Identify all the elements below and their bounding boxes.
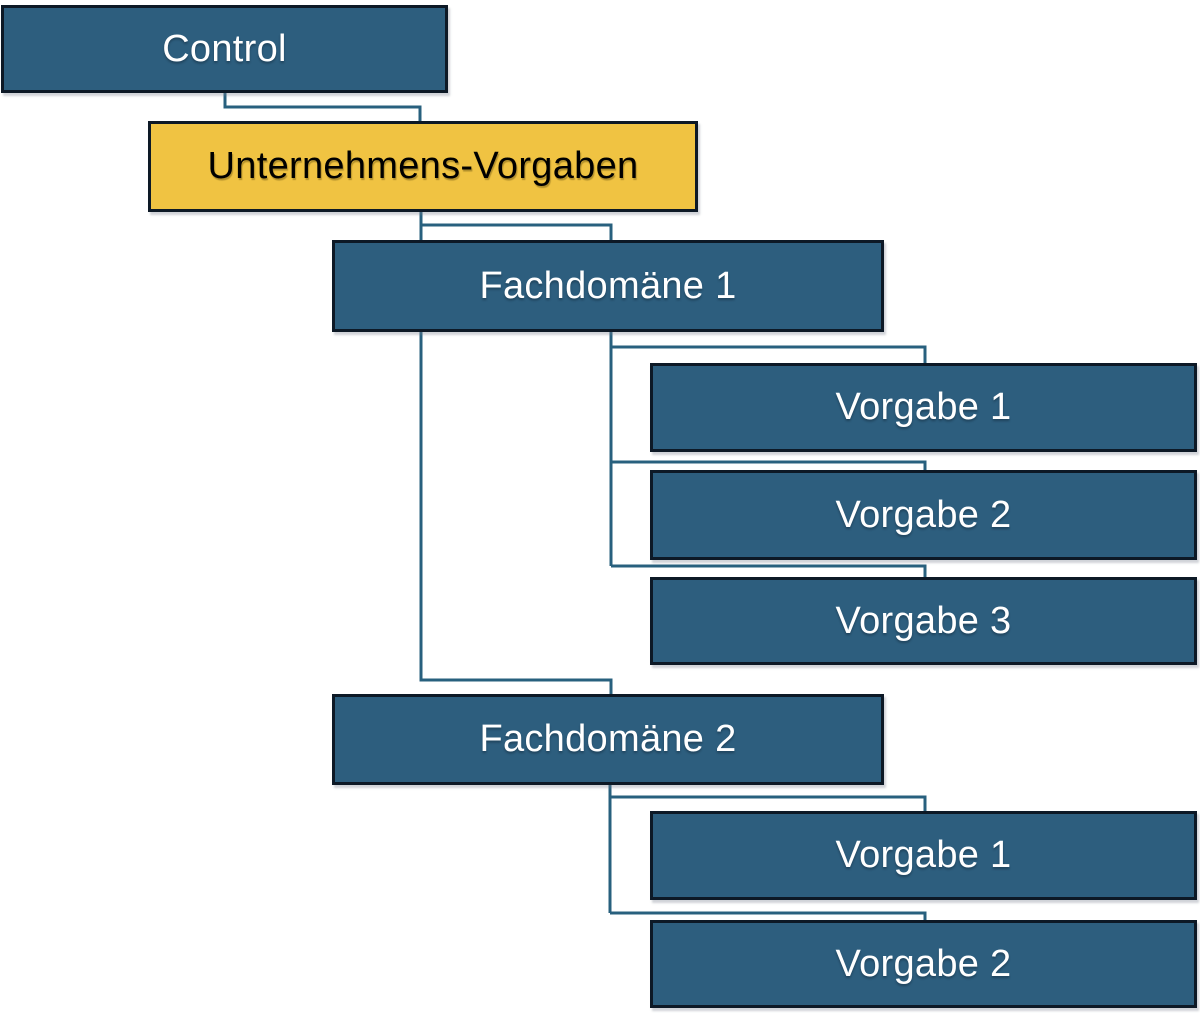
node-fachdomaene-2-vorgabe-2: Vorgabe 2 [650,920,1197,1008]
node-fachdomaene-1: Fachdomäne 1 [332,240,884,332]
connector-fachdomaene-1-to-vorgabe-2 [611,460,927,470]
node-fachdomaene-2-vorgabe-2-label: Vorgabe 2 [835,942,1012,985]
node-unternehmens-vorgaben: Unternehmens-Vorgaben [148,121,698,212]
connector-fachdomaene-1-to-vorgabe-1 [611,345,927,363]
connector-fachdomaene-1-to-vorgabe-3 [611,564,927,577]
node-fachdomaene-1-vorgabe-1-label: Vorgabe 1 [835,386,1012,428]
node-fachdomaene-1-vorgabe-3: Vorgabe 3 [650,577,1197,665]
node-fachdomaene-2-vorgabe-1: Vorgabe 1 [650,811,1197,900]
node-control-label: Control [162,27,287,70]
node-fachdomaene-2-label: Fachdomäne 2 [479,718,737,760]
node-control: Control [1,5,448,93]
node-fachdomaene-1-vorgabe-2-label: Vorgabe 2 [835,493,1012,536]
node-fachdomaene-1-vorgabe-2: Vorgabe 2 [650,470,1197,560]
connector-fachdomaene-2-to-vorgabe-2 [610,911,927,920]
node-unternehmens-vorgaben-label: Unternehmens-Vorgaben [207,145,639,187]
node-fachdomaene-2-vorgabe-1-label: Vorgabe 1 [835,834,1012,876]
connector-fachdomaene-2-to-vorgabe-1 [610,795,927,811]
node-fachdomaene-1-vorgabe-1: Vorgabe 1 [650,363,1197,452]
node-fachdomaene-1-vorgabe-3-label: Vorgabe 3 [835,599,1012,642]
connector-unternehmens-vorgaben-to-fachdomaene-2 [419,212,613,694]
connector-unternehmens-vorgaben-to-fachdomaene-1 [419,212,613,240]
connector-control-to-unternehmens-vorgaben [223,93,422,121]
node-fachdomaene-2: Fachdomäne 2 [332,694,884,785]
node-fachdomaene-1-label: Fachdomäne 1 [479,264,737,307]
